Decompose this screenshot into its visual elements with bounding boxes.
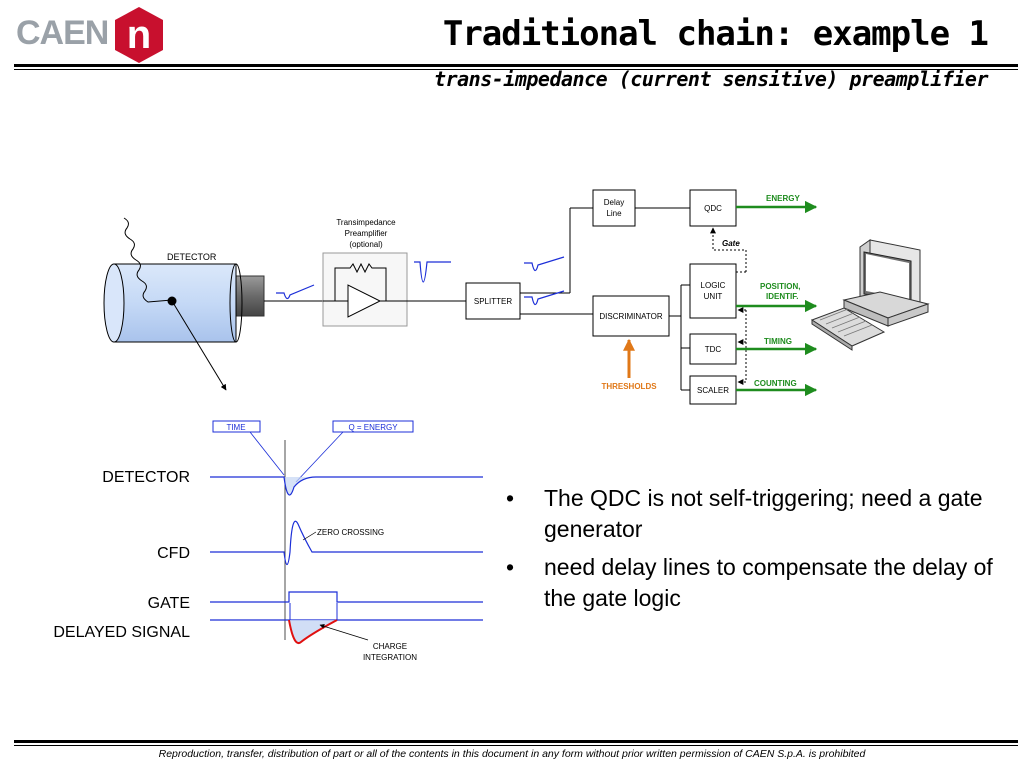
- detector-pmt: [235, 275, 265, 317]
- computer-icon: [810, 239, 930, 351]
- footer-disclaimer: Reproduction, transfer, distribution of …: [158, 748, 866, 760]
- scaler-box: [689, 375, 737, 405]
- logic-unit-label-1: LOGIC: [701, 281, 726, 290]
- feedback-resistor-icon: [334, 262, 387, 301]
- detector-output-pulse-icon: [276, 284, 315, 300]
- qdc-box: [689, 189, 737, 227]
- radiation-icon: [123, 217, 173, 303]
- charge-integration-pointer: [319, 623, 369, 641]
- energy-box-label: Q = ENERGY: [348, 423, 398, 432]
- detector-row-trace: [210, 476, 483, 496]
- timing-label: TIMING: [764, 337, 792, 346]
- delay-line-box: [592, 189, 636, 227]
- energy-label: ENERGY: [766, 194, 800, 203]
- splitter-pulse-upper-icon: [524, 256, 565, 272]
- time-box-label: TIME: [226, 423, 245, 432]
- time-box: [212, 420, 261, 433]
- delay-line-label-1: Delay: [604, 198, 624, 207]
- preamp-box: [322, 252, 408, 327]
- discriminator-label: DISCRIMINATOR: [599, 312, 662, 321]
- bullet-item: •need delay lines to compensate the dela…: [506, 554, 993, 611]
- gate-label: Gate: [722, 239, 740, 248]
- detector-label: DETECTOR: [167, 252, 217, 262]
- preamp-label-line-3: (optional): [349, 240, 383, 249]
- row-label-delayed-signal: DELAYED SIGNAL: [53, 624, 190, 641]
- row-label-cfd: CFD: [157, 545, 190, 562]
- row-label-detector: DETECTOR: [102, 469, 190, 486]
- charge-integration-label-1: CHARGE: [373, 642, 407, 651]
- header-rule-thin: [14, 69, 1018, 70]
- tdc-label: TDC: [705, 345, 722, 354]
- header-rule: [14, 64, 1018, 67]
- thresholds-label: THRESHOLDS: [601, 382, 657, 391]
- counting-label: COUNTING: [754, 379, 797, 388]
- footer-rule-thin: [14, 745, 1018, 746]
- row-label-gate: GATE: [148, 595, 190, 612]
- detector-pointer: [171, 300, 227, 391]
- detector-face: [103, 263, 125, 343]
- logic-unit-label-2: UNIT: [704, 292, 723, 301]
- bullet-text: need delay lines to compensate the delay…: [544, 554, 993, 611]
- delay-line-label-2: Line: [606, 209, 622, 218]
- cfd-row-trace: [210, 520, 483, 566]
- preamp-output-pulse-icon: [414, 261, 451, 283]
- splitter-pulse-lower-icon: [524, 290, 565, 306]
- detector-group: DETECTOR: [103, 217, 265, 391]
- footer-rule: [14, 740, 1018, 743]
- gate-signal-line: [710, 227, 747, 272]
- qdc-label: QDC: [704, 204, 722, 213]
- tdc-box: [689, 333, 737, 365]
- position-label-1: POSITION,: [760, 282, 800, 291]
- preamp-label-line-2: Preamplifier: [345, 229, 388, 238]
- bullet-text: The QDC is not self-triggering; need a g…: [544, 485, 983, 542]
- energy-box: [332, 420, 414, 433]
- position-label-2: IDENTIF.: [766, 292, 798, 301]
- splitter-box: [465, 282, 521, 320]
- logo-letter: n: [127, 13, 151, 57]
- preamp-label-line-1: Transimpedance: [336, 218, 396, 227]
- bullet-list: •The QDC is not self-triggering; need a …: [506, 483, 996, 621]
- detector-back: [229, 263, 243, 343]
- preamp-group: Transimpedance Preamplifier (optional): [322, 218, 408, 327]
- discriminator-box: [592, 295, 670, 337]
- charge-integration-label-2: INTEGRATION: [363, 653, 417, 662]
- scaler-label: SCALER: [697, 386, 729, 395]
- bullet-item: •The QDC is not self-triggering; need a …: [506, 485, 983, 542]
- amplifier-triangle-icon: [347, 284, 382, 318]
- gate-row-trace: [210, 591, 483, 603]
- caen-logo-text: CAEN: [16, 14, 109, 52]
- page-subtitle: trans-impedance (current sensitive) prea…: [434, 67, 988, 91]
- logic-unit-box: [689, 263, 737, 319]
- page-title: Traditional chain: example 1: [442, 14, 989, 54]
- zero-crossing-label: ZERO CROSSING: [317, 528, 384, 537]
- splitter-label: SPLITTER: [474, 297, 512, 306]
- caen-logo-icon: n: [115, 7, 163, 63]
